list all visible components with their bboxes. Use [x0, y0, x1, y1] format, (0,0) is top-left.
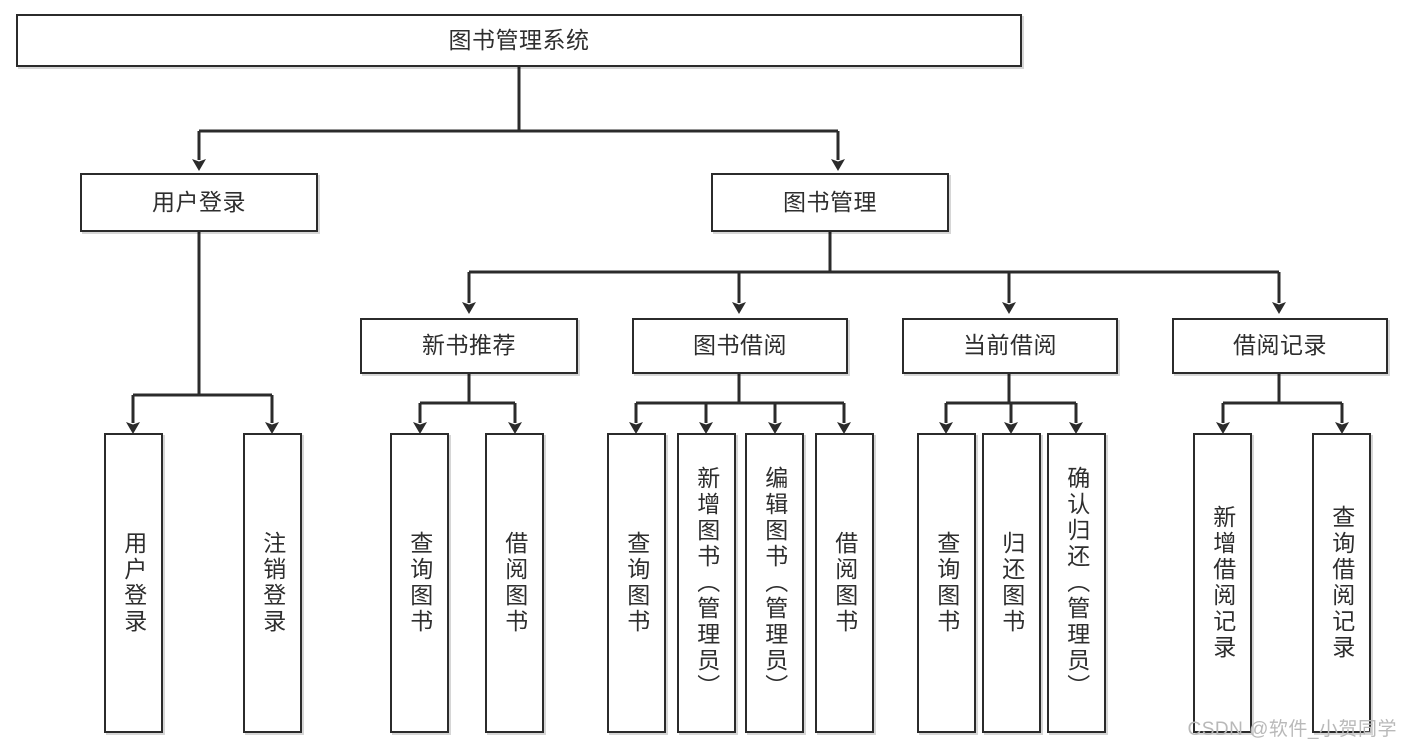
leaf-new-book-borrow[interactable]: 借阅图书	[485, 433, 544, 733]
leaf-book-borrow-edit[interactable]: 编辑图书（管理员）	[745, 433, 804, 733]
leaf-user-login-logout[interactable]: 注销登录	[243, 433, 302, 733]
leaf-new-book-query[interactable]: 查询图书	[390, 433, 449, 733]
leaf-current-borrow-confirm-label: 确认归还（管理员）	[1063, 466, 1090, 700]
node-book-management[interactable]: 图书管理	[711, 173, 949, 232]
node-borrow-record-label: 借阅记录	[1233, 332, 1327, 359]
leaf-borrow-record-add-label: 新增借阅记录	[1209, 505, 1236, 661]
leaf-book-borrow-add[interactable]: 新增图书（管理员）	[677, 433, 736, 733]
leaf-current-borrow-return[interactable]: 归还图书	[982, 433, 1041, 733]
leaf-book-borrow-borrow[interactable]: 借阅图书	[815, 433, 874, 733]
leaf-user-login-logout-label: 注销登录	[259, 531, 286, 635]
leaf-borrow-record-add[interactable]: 新增借阅记录	[1193, 433, 1252, 733]
node-book-management-label: 图书管理	[783, 188, 877, 215]
leaf-book-borrow-add-label: 新增图书（管理员）	[693, 466, 720, 700]
leaf-book-borrow-query[interactable]: 查询图书	[607, 433, 666, 733]
leaf-new-book-borrow-label: 借阅图书	[501, 531, 528, 635]
node-user-login-label: 用户登录	[152, 188, 246, 215]
leaf-current-borrow-query-label: 查询图书	[933, 531, 960, 635]
node-book-borrow-label: 图书借阅	[693, 332, 787, 359]
node-current-borrow-label: 当前借阅	[963, 332, 1057, 359]
leaf-book-borrow-query-label: 查询图书	[623, 531, 650, 635]
leaf-user-login-login[interactable]: 用户登录	[104, 433, 163, 733]
node-book-borrow[interactable]: 图书借阅	[632, 318, 848, 374]
leaf-current-borrow-return-label: 归还图书	[998, 531, 1025, 635]
node-root-label: 图书管理系统	[448, 26, 590, 53]
node-new-book-recommend[interactable]: 新书推荐	[360, 318, 578, 374]
leaf-borrow-record-query-label: 查询借阅记录	[1328, 505, 1355, 661]
leaf-current-borrow-query[interactable]: 查询图书	[917, 433, 976, 733]
leaf-user-login-login-label: 用户登录	[120, 531, 147, 635]
leaf-current-borrow-confirm[interactable]: 确认归还（管理员）	[1047, 433, 1106, 733]
node-user-login[interactable]: 用户登录	[80, 173, 318, 232]
node-root[interactable]: 图书管理系统	[16, 14, 1022, 67]
node-borrow-record[interactable]: 借阅记录	[1172, 318, 1388, 374]
leaf-borrow-record-query[interactable]: 查询借阅记录	[1312, 433, 1371, 733]
node-new-book-recommend-label: 新书推荐	[422, 332, 516, 359]
leaf-book-borrow-borrow-label: 借阅图书	[831, 531, 858, 635]
leaf-book-borrow-edit-label: 编辑图书（管理员）	[761, 466, 788, 700]
node-current-borrow[interactable]: 当前借阅	[902, 318, 1118, 374]
leaf-new-book-query-label: 查询图书	[406, 531, 433, 635]
